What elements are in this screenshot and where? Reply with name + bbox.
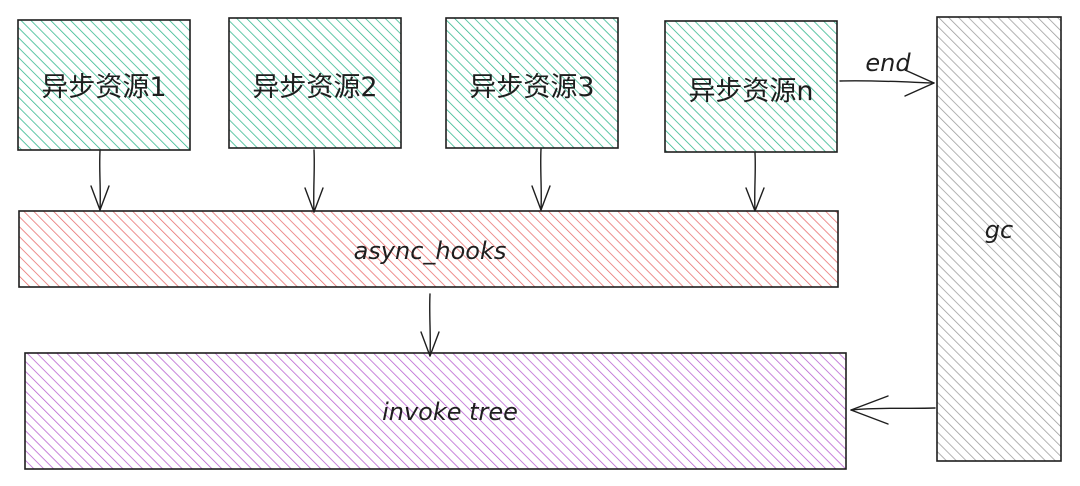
invoke-tree-label: invoke tree (382, 398, 518, 426)
arrow-resourcen-to-gc: end (839, 49, 935, 97)
resource-label-2: 异步资源2 (252, 72, 377, 103)
gc-label: gc (985, 216, 1013, 244)
resource-node-3: 异步资源3 (445, 17, 619, 149)
end-edge-label: end (865, 49, 911, 77)
resource-node-2: 异步资源2 (228, 17, 402, 149)
gc-node: gc (936, 16, 1062, 462)
resource-label-3: 异步资源3 (469, 72, 594, 103)
invoke-tree-node: invoke tree (24, 352, 847, 470)
arrow-resourcen-to-async-hooks (745, 152, 765, 212)
async-hooks-label: async_hooks (354, 237, 507, 265)
arrow-gc-to-invoke-tree (850, 395, 936, 425)
resource-node-n: 异步资源n (664, 20, 838, 153)
arrow-resource3-to-async-hooks (531, 148, 551, 211)
resource-node-1: 异步资源1 (17, 19, 191, 151)
async-hooks-node: async_hooks (18, 210, 839, 288)
arrow-async-hooks-to-invoke-tree (420, 293, 440, 357)
resource-label-n: 异步资源n (688, 76, 813, 107)
resource-label-1: 异步资源1 (41, 72, 166, 103)
arrow-resource1-to-async-hooks (90, 150, 110, 211)
arrow-resource2-to-async-hooks (304, 149, 324, 213)
